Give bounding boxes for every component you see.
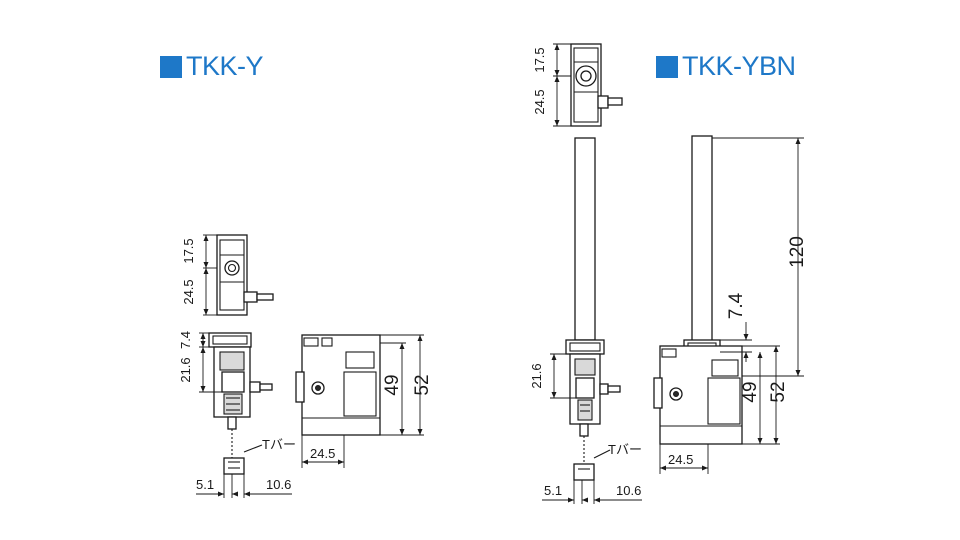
tkk-y-top-dims: 17.5 24.5: [181, 234, 217, 316]
dim-text: 24.5: [532, 89, 547, 114]
dim-text: 49: [382, 374, 403, 395]
dim-text: 24.5: [310, 446, 335, 461]
dim-text: 5.1: [196, 477, 214, 492]
model-label: TKK-YBN: [682, 51, 796, 81]
dim-text: 5.1: [544, 483, 562, 498]
dim-text: 10.6: [266, 477, 291, 492]
tkk-ybn-top-dims: 17.5 24.5: [532, 43, 571, 127]
title-marker-square: [656, 55, 678, 78]
tkk-ybn-front-dims: 120 7.4 49 52 24.5: [659, 137, 808, 474]
tbar-label: Tバー: [608, 442, 642, 457]
dim-text: 10.6: [616, 483, 641, 498]
dim-text: 7.4: [726, 292, 747, 319]
title-marker-square: [160, 55, 182, 78]
dim-text: 7.4: [178, 331, 193, 349]
dim-text: 17.5: [532, 47, 547, 72]
dim-text: 52: [412, 374, 433, 395]
title-tkk-ybn: TKK-YBN: [656, 53, 796, 80]
dim-text: 21.6: [529, 363, 544, 388]
tkk-ybn-side-view: Tバー: [565, 137, 642, 481]
dim-text: 49: [740, 381, 761, 402]
tkk-y-front-view: [295, 334, 381, 436]
dim-text: 17.5: [181, 238, 196, 263]
dim-text: 21.6: [178, 357, 193, 382]
tbar-label: Tバー: [262, 437, 296, 452]
dim-text: 24.5: [181, 279, 196, 304]
dim-text: 120: [787, 236, 808, 268]
tkk-ybn-front-view: [653, 135, 743, 445]
dim-text: 24.5: [668, 452, 693, 467]
tkk-ybn-top-view: [570, 43, 623, 127]
tkk-y-side-dims: 7.4 21.6 5.1 10.6: [178, 331, 292, 498]
title-tkk-y: TKK-Y: [160, 51, 264, 81]
tkk-y-front-dims: 49 52 24.5: [301, 334, 433, 468]
tkk-y-side-view: Tバー: [208, 332, 296, 475]
tkk-y-top-view: [216, 234, 274, 316]
tkk-ybn-side-dims: 21.6 5.1 10.6: [529, 353, 642, 504]
dim-text: 52: [768, 381, 789, 402]
model-label: TKK-Y: [186, 51, 264, 81]
